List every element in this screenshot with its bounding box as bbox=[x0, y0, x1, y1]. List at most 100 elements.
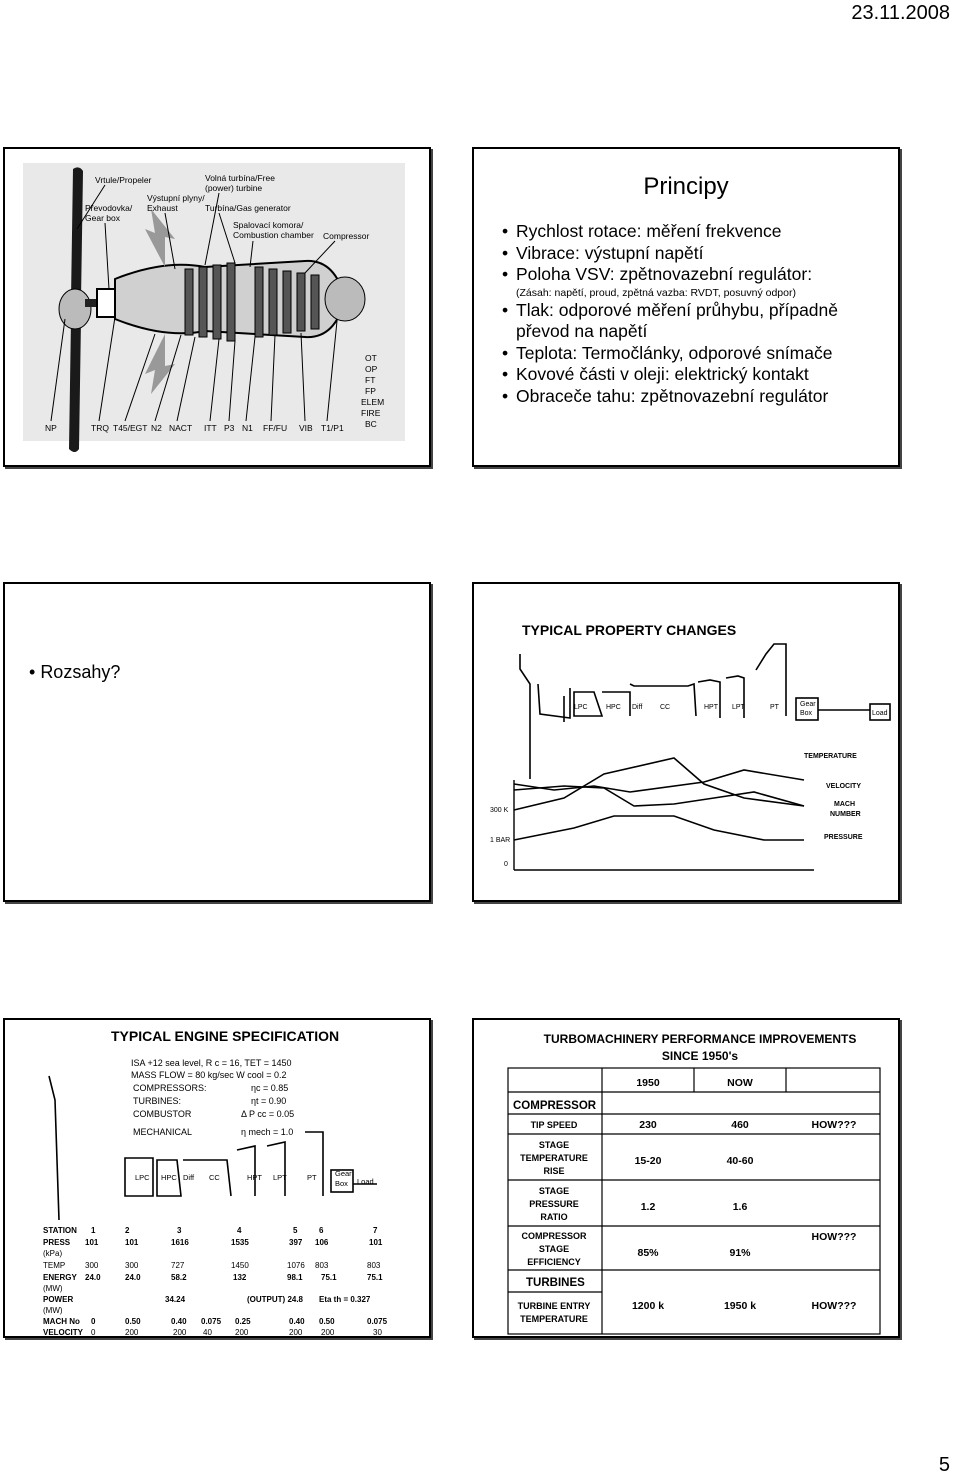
spec-line: MECHANICAL bbox=[133, 1127, 192, 1137]
value-1950: 15-20 bbox=[635, 1155, 662, 1167]
list-item: Teplota: Termočlánky, odporové snímače bbox=[502, 343, 896, 365]
row-press-unit: (kPa) bbox=[43, 1249, 62, 1258]
table-cell: 5 bbox=[293, 1226, 298, 1235]
label-gearbox-en: Gear box bbox=[85, 213, 121, 223]
value-now: 91% bbox=[729, 1247, 751, 1259]
label-n1: N1 bbox=[242, 423, 253, 433]
label-t45-egt: T45/EGT bbox=[113, 423, 147, 433]
list-subitem: (Zásah: napětí, proud, zpětná vazba: RVD… bbox=[516, 286, 796, 299]
table-cell: 0.075 bbox=[367, 1317, 388, 1326]
value-how: HOW??? bbox=[812, 1231, 857, 1243]
comp-box: Box bbox=[335, 1179, 348, 1188]
table-title-line2: SINCE 1950's bbox=[662, 1049, 739, 1063]
comp-pt: PT bbox=[770, 704, 780, 711]
diagram-title: TYPICAL ENGINE SPECIFICATION bbox=[111, 1028, 339, 1044]
row-velocity: VELOCITY bbox=[43, 1328, 84, 1336]
col-1950: 1950 bbox=[636, 1077, 660, 1089]
table-cell: 2 bbox=[125, 1226, 130, 1235]
row-label: TIP SPEED bbox=[531, 1120, 578, 1130]
label-free-turbine-en: (power) turbine bbox=[205, 183, 262, 193]
table-cell: 200 bbox=[125, 1328, 139, 1336]
label-ff-fu: FF/FU bbox=[263, 423, 287, 433]
row-label: RATIO bbox=[540, 1212, 567, 1222]
row-energy: ENERGY bbox=[43, 1273, 77, 1282]
row-label: TEMPERATURE bbox=[520, 1153, 588, 1163]
table-cell: 0.075 bbox=[201, 1317, 222, 1326]
curve-temperature: TEMPERATURE bbox=[804, 753, 857, 760]
comp-load: Load bbox=[357, 1177, 374, 1186]
label-gearbox-cz: Převodovka/ bbox=[85, 203, 133, 213]
value-1950: 1.2 bbox=[641, 1201, 656, 1213]
table-cell: 106 bbox=[315, 1238, 329, 1247]
value-now: 1950 k bbox=[724, 1300, 756, 1312]
date: 23.11.2008 bbox=[851, 2, 950, 24]
spec-value: ηt = 0.90 bbox=[251, 1096, 286, 1106]
label-combustion-en: Combustion chamber bbox=[233, 230, 314, 240]
row-energy-unit: (MW) bbox=[43, 1284, 63, 1293]
axis-1bar: 1 BAR bbox=[490, 837, 510, 844]
table-cell: 3 bbox=[177, 1226, 182, 1235]
list-item: Tlak: odporové měření průhybu, případně … bbox=[502, 300, 896, 343]
table-cell: (OUTPUT) 24.8 bbox=[247, 1295, 304, 1304]
row-power-unit: (MW) bbox=[43, 1306, 63, 1315]
table-cell: 803 bbox=[367, 1261, 381, 1270]
spec-value: η mech = 1.0 bbox=[241, 1127, 293, 1137]
table-cell: 101 bbox=[85, 1238, 99, 1247]
label-itt: ITT bbox=[204, 423, 217, 433]
comp-diff: Diff bbox=[632, 704, 642, 711]
value-1950: 1200 k bbox=[632, 1300, 664, 1312]
list-item: Vibrace: výstupní napětí bbox=[502, 243, 896, 265]
label-op: OP bbox=[365, 364, 378, 374]
label-exhaust-cz: Výstupní plyny/ bbox=[147, 193, 205, 203]
slide-property-changes: TYPICAL PROPERTY CHANGES LPC HPC Diff CC… bbox=[472, 582, 900, 902]
value-now: 1.6 bbox=[733, 1201, 748, 1213]
label-elem: ELEM bbox=[361, 397, 384, 407]
row-label: STAGE bbox=[539, 1186, 569, 1196]
label-np: NP bbox=[45, 423, 57, 433]
table-cell: 101 bbox=[369, 1238, 383, 1247]
table-cell: 75.1 bbox=[321, 1273, 337, 1282]
comp-cc: CC bbox=[660, 704, 670, 711]
label-vib: VIB bbox=[299, 423, 313, 433]
comp-gear: Gear bbox=[335, 1169, 352, 1178]
engine-diagram: Vrtule/Propeler Převodovka/ Gear box Výs… bbox=[23, 163, 405, 452]
diagram-title: TYPICAL PROPERTY CHANGES bbox=[522, 622, 736, 638]
row-temp: TEMP bbox=[43, 1261, 65, 1270]
row-power: POWER bbox=[43, 1295, 73, 1304]
comp-lpt: LPT bbox=[273, 1173, 287, 1182]
curve-mach: MACH bbox=[834, 801, 855, 808]
slide-principy: Principy Rychlost rotace: měření frekven… bbox=[472, 147, 900, 467]
label-ft: FT bbox=[365, 375, 375, 385]
label-gas-generator: Turbína/Gas generator bbox=[205, 203, 291, 213]
table-cell: 803 bbox=[315, 1261, 329, 1270]
label-compressor: Compressor bbox=[323, 231, 369, 241]
value-how: HOW??? bbox=[812, 1300, 857, 1312]
table-cell: 58.2 bbox=[171, 1273, 187, 1282]
curve-pressure: PRESSURE bbox=[824, 834, 863, 841]
row-label: COMPRESSOR bbox=[521, 1231, 587, 1241]
row-label: RISE bbox=[543, 1166, 564, 1176]
table-cell: 0.50 bbox=[319, 1317, 335, 1326]
row-label: STAGE bbox=[539, 1140, 569, 1150]
table-cell: 727 bbox=[171, 1261, 185, 1270]
spec-line: COMBUSTOR bbox=[133, 1109, 192, 1119]
label-propeler: Vrtule/Propeler bbox=[95, 175, 152, 185]
table-cell: Eta th = 0.327 bbox=[319, 1295, 371, 1304]
table-cell: 7 bbox=[373, 1226, 378, 1235]
table-cell: 132 bbox=[233, 1273, 247, 1282]
row-label: EFFICIENCY bbox=[527, 1257, 581, 1267]
table-cell: 300 bbox=[125, 1261, 139, 1270]
table-cell: 1076 bbox=[287, 1261, 305, 1270]
principles-list: Rychlost rotace: měření frekvence Vibrac… bbox=[502, 221, 896, 407]
comp-lpc: LPC bbox=[574, 704, 588, 711]
spec-line: COMPRESSORS: bbox=[133, 1083, 207, 1093]
table-cell: 30 bbox=[373, 1328, 382, 1336]
comp-hpc: HPC bbox=[161, 1173, 177, 1182]
row-label: PRESSURE bbox=[529, 1199, 579, 1209]
table-cell: 200 bbox=[173, 1328, 187, 1336]
list-item: Poloha VSV: zpětnovazební regulátor: bbox=[502, 264, 896, 286]
table-cell: 24.0 bbox=[85, 1273, 101, 1282]
comp-hpc: HPC bbox=[606, 704, 621, 711]
spec-value: ηc = 0.85 bbox=[251, 1083, 288, 1093]
row-label: STAGE bbox=[539, 1244, 569, 1254]
